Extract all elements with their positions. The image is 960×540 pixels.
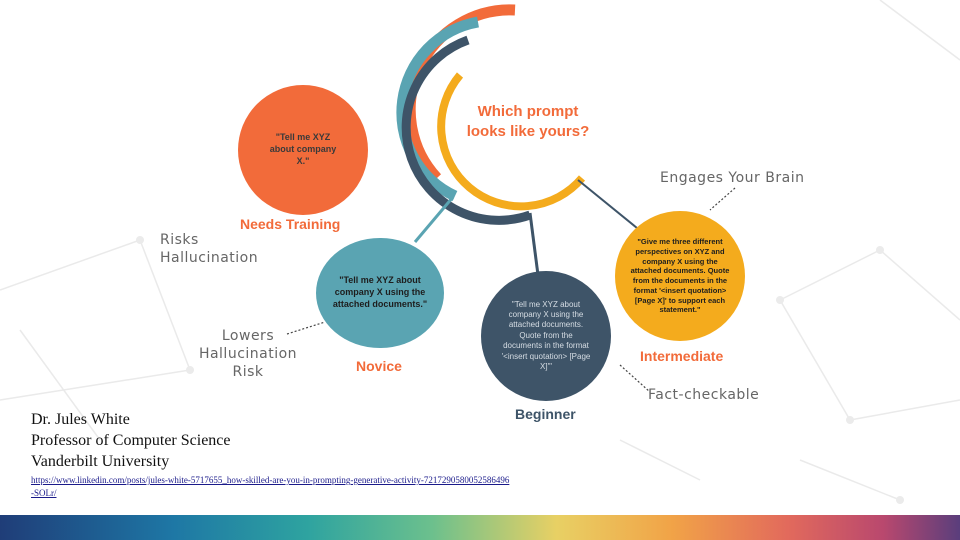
arc-novice [396,16,479,201]
note-lowers-hallucination-risk: Lowers Hallucination Risk [198,328,298,380]
circle-beginner: "Tell me XYZ about company X using the a… [481,271,611,401]
bottom-gradient-bar [0,515,960,540]
credit-title: Professor of Computer Science [31,432,231,449]
label-novice: Novice [356,358,402,374]
prompt-needs-training: "Tell me XYZ about company X." [269,132,337,166]
source-link[interactable]: https://www.linkedin.com/posts/jules-whi… [31,475,510,498]
pointer-fact-checkable [619,364,651,393]
connector-novice [413,196,455,243]
circle-needs-training: "Tell me XYZ about company X." [238,85,368,215]
circle-novice: "Tell me XYZ about company X using the a… [316,238,444,348]
circle-intermediate: "Give me three different perspectives on… [615,211,745,341]
connector-beginner [528,212,540,276]
credit-institution: Vanderbilt University [31,453,170,470]
arc-intermediate [437,72,586,211]
note-risks-hallucination: Risks Hallucination [160,232,259,266]
arc-beginner [401,35,532,225]
label-needs-training: Needs Training [240,216,341,232]
pointer-engages [709,187,736,211]
credit-name: Dr. Jules White [31,411,130,428]
prompt-beginner: "Tell me XYZ about company X using the a… [501,299,591,371]
connector-intermediate [577,179,638,229]
prompt-intermediate: "Give me three different perspectives on… [630,237,730,315]
pointer-lowers [286,321,326,335]
prompt-novice: "Tell me XYZ about company X using the a… [332,275,428,309]
center-question: Which prompt looks like yours? [466,103,590,140]
note-engages-your-brain: Engages Your Brain [660,170,805,186]
arc-needs-training [404,4,516,182]
label-beginner: Beginner [515,406,576,422]
label-intermediate: Intermediate [640,348,724,364]
note-fact-checkable: Fact-checkable [648,387,760,403]
